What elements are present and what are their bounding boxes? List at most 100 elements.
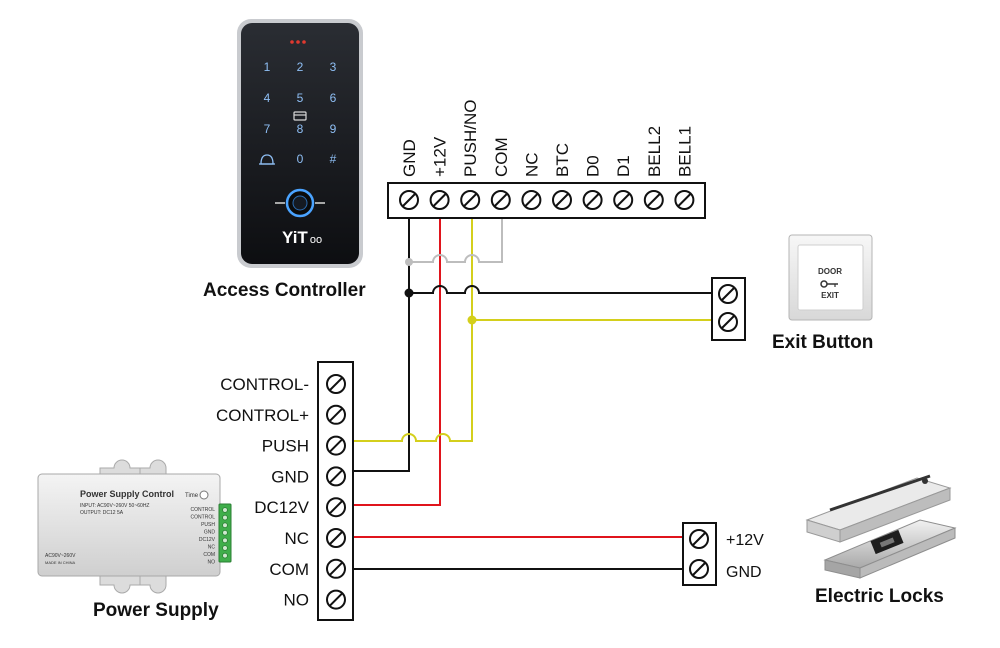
ps-side-label: CONTROL	[191, 507, 216, 513]
controller-terminal-label: +12V	[431, 136, 450, 177]
ps-time-knob	[199, 490, 209, 500]
terminal-screw	[326, 497, 346, 518]
keypad-key: 2	[297, 60, 304, 74]
ps-terminal-label: CONTROL-	[220, 375, 309, 394]
electric-locks-label: Electric Locks	[815, 586, 944, 607]
terminal-screw	[326, 374, 346, 394]
ps-terminals: CONTROL- CONTROL+ PUSH GND DC12V NC COM NO	[216, 374, 346, 610]
controller-terminal-label: GND	[400, 139, 419, 177]
junction-gray	[405, 258, 413, 266]
card-icon	[293, 111, 307, 121]
access-controller-label: Access Controller	[203, 280, 366, 301]
keypad-key: 5	[297, 91, 304, 105]
terminal-screw	[326, 528, 346, 548]
ps-terminal-label: GND	[271, 467, 309, 486]
keypad-key: 6	[330, 91, 337, 105]
controller-terminal-label: BELL1	[675, 126, 694, 177]
power-supply-device: Power Supply Control INPUT: AC90V~260V 5…	[37, 459, 232, 594]
ps-time-label: Time	[185, 493, 199, 499]
keypad-key: #	[330, 152, 337, 166]
ps-terminal-label: CONTROL+	[216, 406, 309, 425]
wire-push-controller-to-ps	[337, 215, 473, 442]
ps-side-label: DC12V	[199, 537, 216, 543]
magnetic-lock	[805, 474, 952, 543]
power-supply-label: Power Supply	[93, 600, 219, 621]
terminal-screw	[326, 435, 346, 456]
terminal-screw	[613, 190, 634, 210]
terminal-screw	[326, 404, 346, 425]
lock-terminal-block	[682, 522, 717, 586]
terminal-screw	[689, 559, 709, 579]
terminal-screw	[429, 190, 450, 210]
ps-terminal-label: NC	[284, 529, 309, 548]
controller-terminals: GND +12V PUSH/NO COM NC BTC D0 D1 BELL2 BELL1	[399, 100, 695, 210]
terminal-screw	[326, 558, 346, 579]
ps-terminal-label: COM	[269, 560, 309, 579]
wire-gnd-controller-to-ps	[337, 215, 410, 472]
keypad-key: 1	[264, 60, 271, 74]
ps-green-screw	[222, 545, 228, 551]
exit-plate-top: DOOR	[818, 267, 842, 276]
ps-green-screw	[222, 529, 228, 536]
junction-black	[404, 288, 414, 298]
ps-terminal-label: NO	[284, 591, 310, 610]
keypad-key: 4	[264, 91, 271, 105]
wire-12v-controller-to-ps	[337, 215, 441, 506]
wire-gnd-to-exit-button	[409, 285, 712, 294]
terminal-screw	[326, 589, 346, 610]
controller-terminal-label: D0	[584, 155, 603, 177]
ps-box-title: Power Supply Control	[80, 489, 174, 499]
wire-com-to-gnd	[409, 215, 503, 263]
controller-terminal-label: BELL2	[645, 126, 664, 177]
electric-strike-lock	[823, 519, 957, 579]
keypad-key: 3	[330, 60, 337, 74]
lock-terminal-12v-label: +12V	[726, 532, 764, 549]
controller-terminal-label: PUSH/NO	[461, 100, 480, 177]
terminal-screw	[674, 190, 695, 210]
terminal-screw	[582, 190, 603, 210]
ps-green-screw	[222, 537, 228, 544]
controller-terminal-label: NC	[522, 152, 541, 177]
terminal-screw	[399, 190, 419, 210]
exit-plate-bottom: EXIT	[821, 291, 839, 300]
keypad-key: 0	[297, 152, 304, 166]
controller-terminal-label: D1	[614, 155, 633, 177]
terminal-screw	[643, 190, 664, 210]
controller-terminal-block: GND +12V PUSH/NO COM NC BTC D0 D1 BELL2 BELL1	[387, 100, 706, 219]
ps-footer-line1: AC90V~260V	[45, 553, 76, 559]
ps-footer-line2: MADE IN CHINA	[45, 560, 76, 565]
exit-button-device: DOOR EXIT	[788, 234, 873, 321]
ps-terminal-label: PUSH	[262, 437, 309, 456]
ps-terminal-block: CONTROL- CONTROL+ PUSH GND DC12V NC COM NO	[216, 361, 354, 621]
lock-terminal-gnd-label: GND	[726, 564, 762, 581]
ps-input-line: INPUT: AC90V~260V 50~60HZ	[80, 503, 150, 509]
ps-green-screw	[222, 514, 228, 521]
ps-side-label: PUSH	[201, 522, 215, 528]
controller-terminal-label: BTC	[553, 143, 572, 177]
ps-side-label: NO	[208, 560, 216, 566]
terminal-screw	[326, 466, 346, 487]
ps-green-screws	[222, 507, 228, 559]
keypad-key: 8	[297, 122, 304, 136]
ps-side-label: CONTROL	[191, 515, 216, 521]
keypad-key: 9	[330, 122, 337, 136]
exit-button-terminal-block	[711, 277, 746, 341]
controller-terminal-label: COM	[492, 137, 511, 177]
junction-yellow	[467, 315, 477, 325]
fingerprint-reader	[275, 188, 325, 218]
terminal-screw	[521, 190, 542, 210]
terminal-screw	[460, 190, 481, 210]
indicator-lights	[290, 40, 306, 44]
terminal-screw	[718, 312, 738, 332]
terminal-screw	[689, 529, 709, 549]
bell-icon	[259, 154, 275, 165]
terminal-screw	[490, 190, 511, 210]
ps-side-label: GND	[204, 530, 216, 536]
ps-green-screw	[222, 552, 228, 559]
ps-terminal-label: DC12V	[254, 498, 309, 517]
